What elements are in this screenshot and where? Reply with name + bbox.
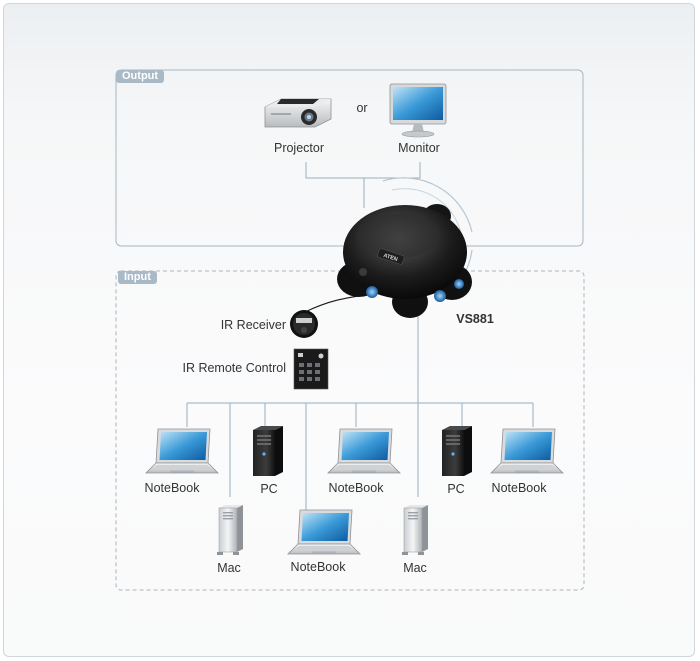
pc-tower-icon-1 <box>253 426 283 476</box>
projector-label: Projector <box>273 141 325 155</box>
mac-label-2: Mac <box>403 561 427 575</box>
mac-label-1: Mac <box>217 561 241 575</box>
projector-icon <box>264 98 332 128</box>
output-box-label: Output <box>116 70 165 83</box>
pc-label-2: PC <box>447 482 465 496</box>
input-box-label: Input <box>118 271 157 284</box>
notebook-icon-4 <box>287 509 361 555</box>
pc-tower-icon-2 <box>442 426 472 476</box>
mac-tower-icon-2 <box>401 504 429 556</box>
notebook-icon-2 <box>327 428 401 474</box>
monitor-icon <box>389 83 447 138</box>
notebook-label-3: NoteBook <box>491 481 547 495</box>
ir-receiver-label: IR Receiver <box>220 318 286 332</box>
notebook-icon-1 <box>145 428 219 474</box>
notebook-label-1: NoteBook <box>144 481 200 495</box>
or-label: or <box>356 101 368 115</box>
ir-remote-icon <box>293 348 329 390</box>
ir-remote-label: IR Remote Control <box>182 361 286 375</box>
ir-receiver-icon <box>290 310 318 338</box>
notebook-icon-3 <box>490 428 564 474</box>
input-box <box>115 270 585 591</box>
connector-lines <box>186 162 534 510</box>
output-box <box>115 69 584 247</box>
pc-label-1: PC <box>260 482 278 496</box>
monitor-label: Monitor <box>398 141 440 155</box>
device-brand-logo: ATEN <box>383 253 399 263</box>
device-model-label: VS881 <box>456 312 494 326</box>
mac-tower-icon-1 <box>216 504 244 556</box>
notebook-label-2: NoteBook <box>328 481 384 495</box>
notebook-label-4: NoteBook <box>290 560 346 574</box>
vs881-device <box>337 177 473 318</box>
